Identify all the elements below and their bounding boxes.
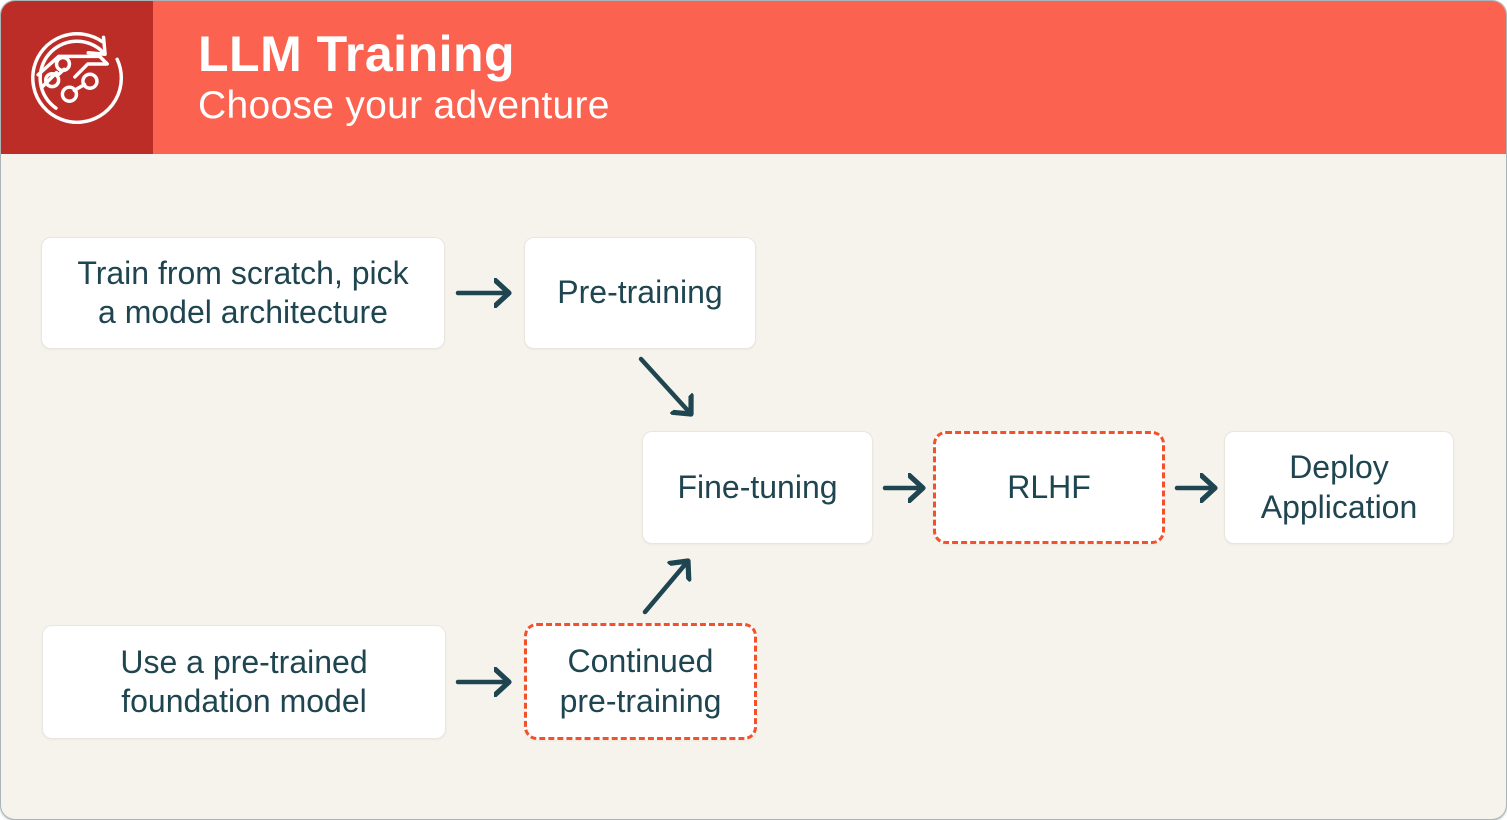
- logo-block: [1, 1, 153, 154]
- node-deploy-application: Deploy Application: [1224, 431, 1454, 544]
- node-pre-training: Pre-training: [524, 237, 756, 349]
- page-subtitle: Choose your adventure: [198, 83, 610, 127]
- node-train-from-scratch: Train from scratch, pick a model archite…: [41, 237, 445, 349]
- node-continued-pre-training: Continued pre-training: [524, 623, 757, 740]
- header: LLM Training Choose your adventure: [1, 1, 1506, 154]
- page-title: LLM Training: [198, 25, 516, 82]
- edge-pre-training-to-fine-tuning: [638, 356, 691, 414]
- edge-continued-to-fine-tuning: [642, 561, 688, 615]
- node-use-pretrained-model: Use a pre-trained foundation model: [42, 625, 446, 739]
- model-training-cycle-icon: [31, 31, 123, 124]
- node-fine-tuning: Fine-tuning: [642, 431, 873, 544]
- header-band: LLM Training Choose your adventure: [153, 1, 1506, 154]
- node-rlhf: RLHF: [933, 431, 1165, 544]
